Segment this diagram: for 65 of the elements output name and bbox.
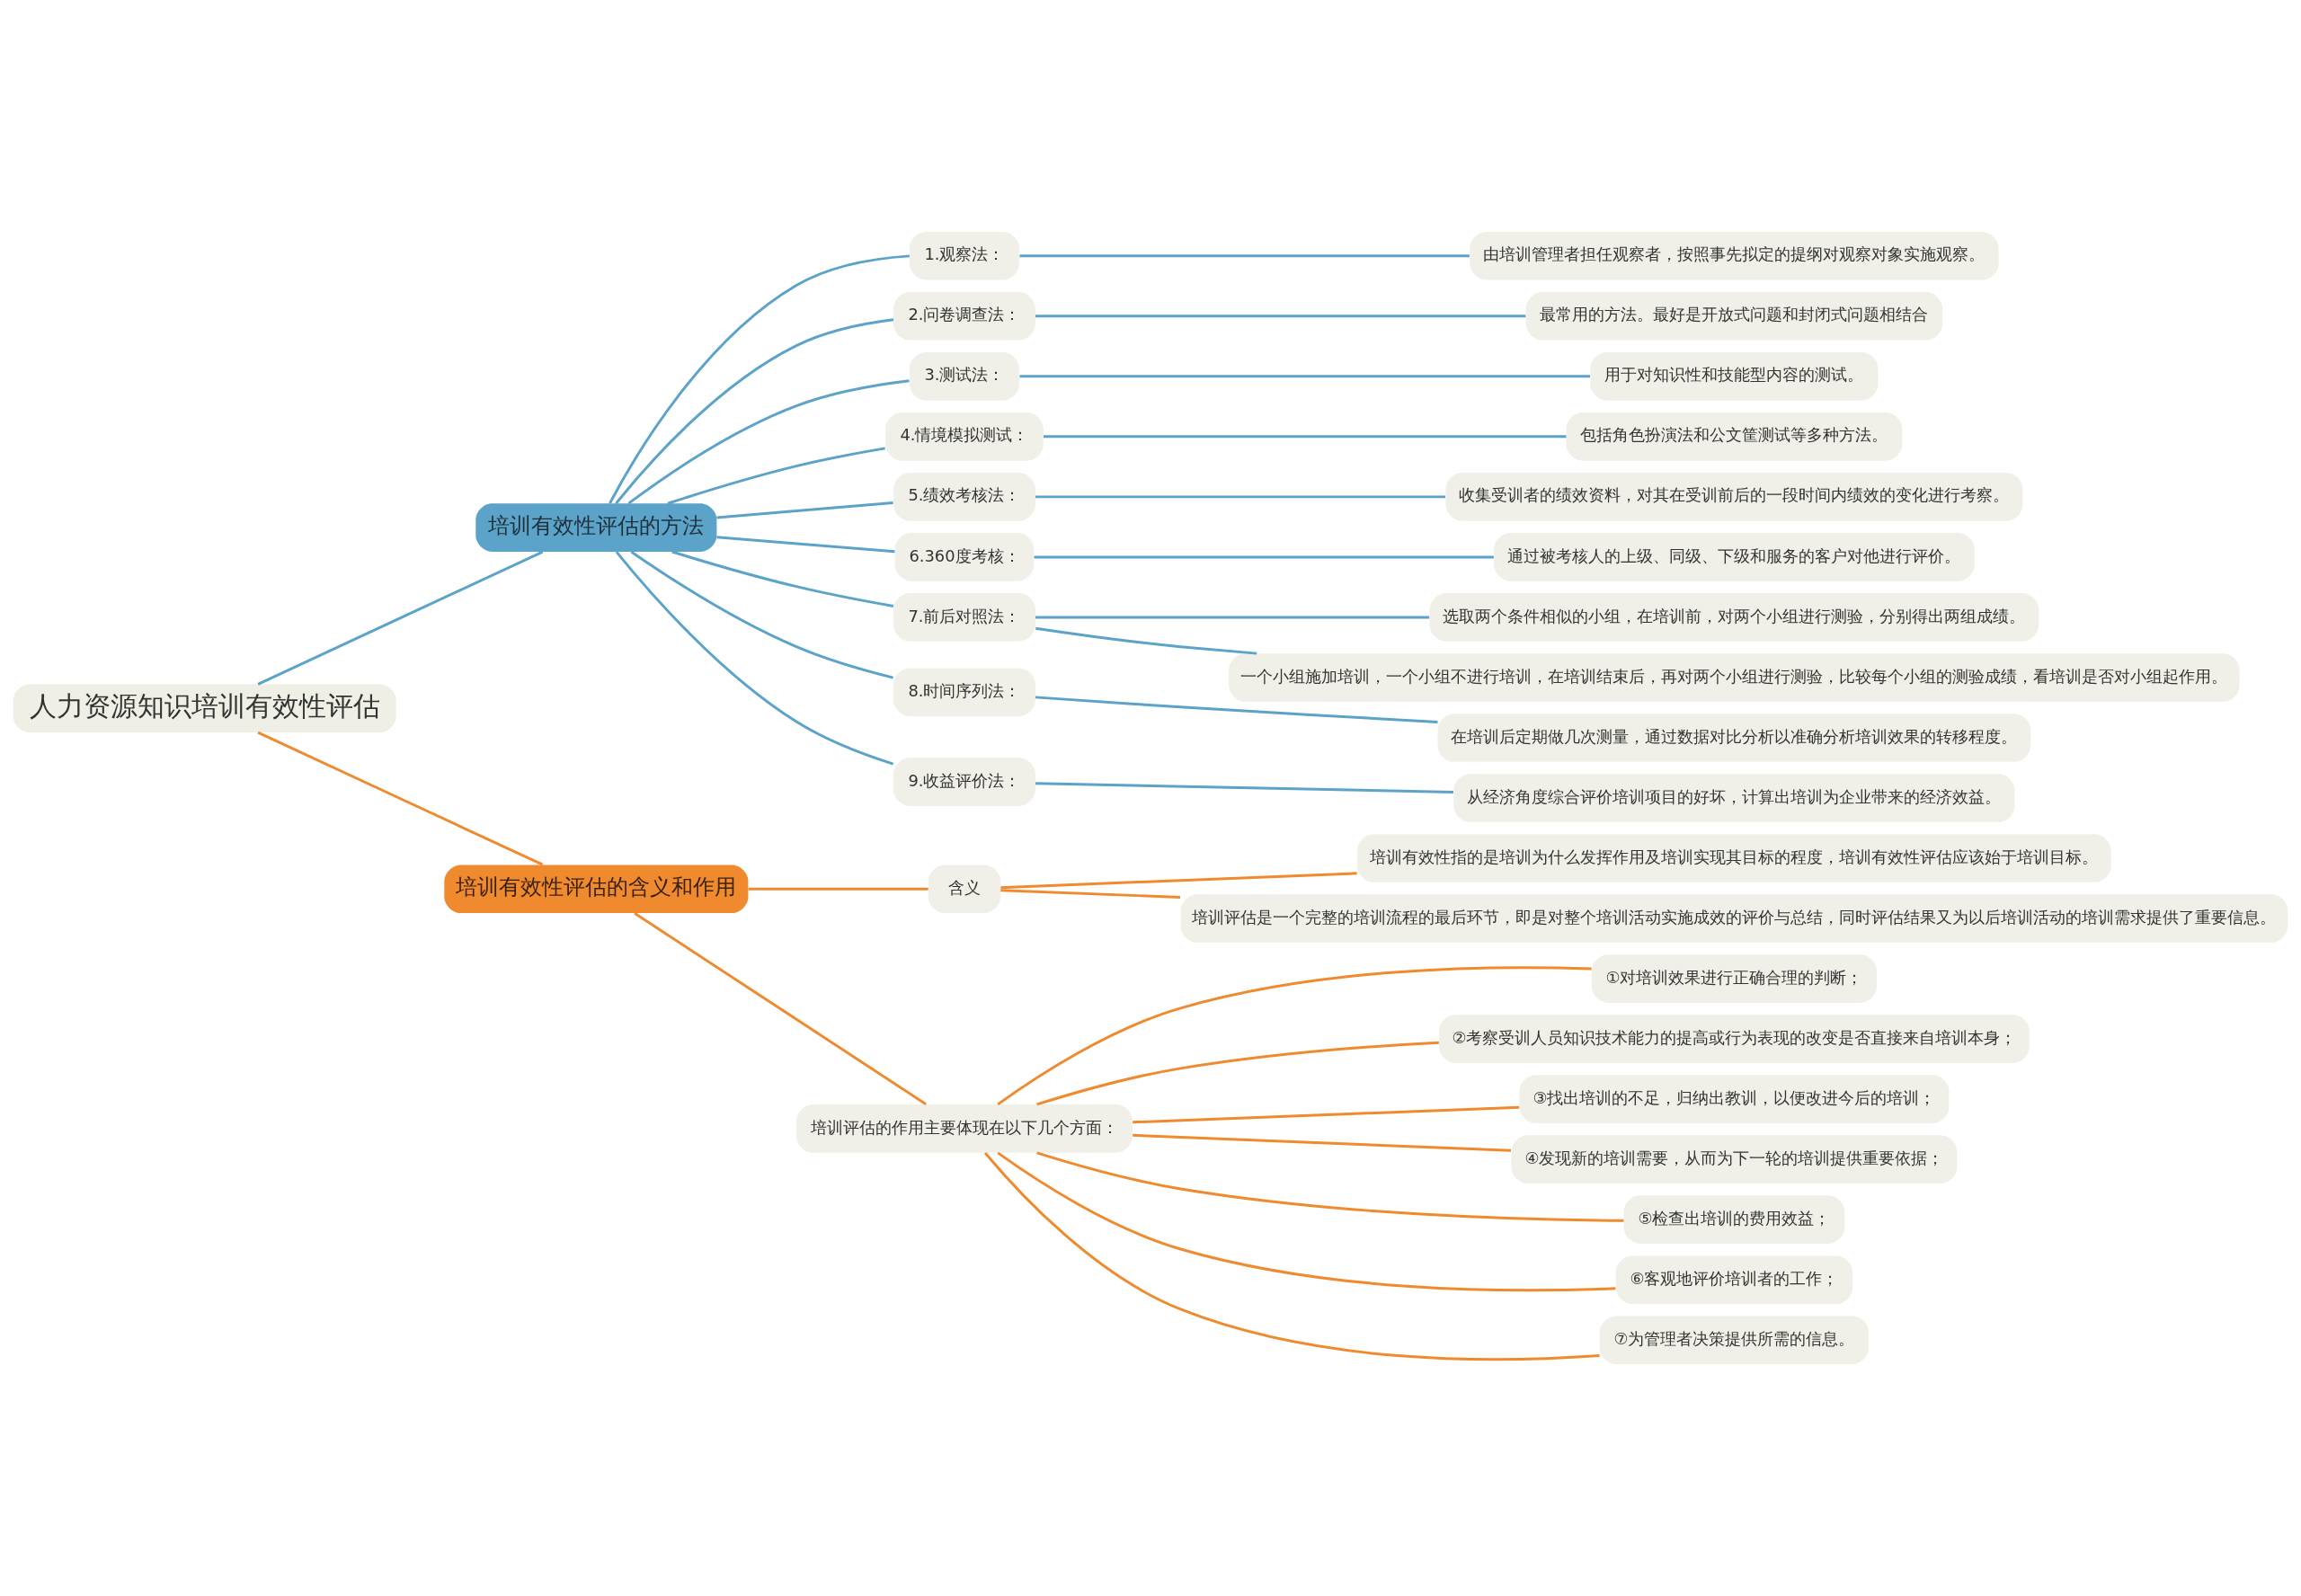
node-box: 最常用的方法。最好是开放式问题和封闭式问题相结合 <box>1525 292 1942 341</box>
connector <box>1036 1041 1439 1106</box>
node-box: ⑤检查出培训的费用效益； <box>1623 1195 1845 1244</box>
node-box: 1.观察法： <box>909 231 1020 280</box>
node-box: 3.测试法： <box>909 352 1020 401</box>
node-box: 5.绩效考核法： <box>893 473 1035 521</box>
connector <box>609 254 910 504</box>
node-box: 2.问卷调查法： <box>893 292 1035 341</box>
connector <box>1133 1133 1512 1152</box>
connector <box>1035 495 1446 499</box>
node-box: 4.情境模拟测试： <box>885 412 1044 461</box>
connector <box>1035 782 1453 794</box>
node-box: 通过被考核人的上级、同级、下级和服务的客户对他进行评价。 <box>1494 533 1975 581</box>
node-box: 选取两个条件相似的小组，在培训前，对两个小组进行测验，分别得出两组成绩。 <box>1429 593 2039 642</box>
node-box: 人力资源知识培训有效性评估 <box>13 684 396 732</box>
connector <box>257 731 544 866</box>
node-box: 培训有效性评估的方法 <box>475 503 717 552</box>
connector <box>1044 435 1567 439</box>
connector <box>667 447 885 505</box>
node-box: 含义 <box>928 864 1001 914</box>
connector <box>615 318 894 505</box>
node-box: 培训评估是一个完整的培训流程的最后环节，即是对整个培训活动实施成效的评价与总结，同时评估结果又为以后培训活动的培训需求提供了重要信息。 <box>1180 894 2288 943</box>
connector <box>1036 1151 1624 1222</box>
connector <box>1133 1105 1520 1124</box>
node-box: 从经济角度综合评价培训项目的好坏，计算出培训为企业带来的经济效益。 <box>1453 774 2015 822</box>
connector <box>716 501 893 519</box>
connector <box>1019 254 1470 258</box>
connector <box>257 550 544 686</box>
node-box: ④发现新的培训需要，从而为下一轮的培训提供重要依据； <box>1511 1135 1958 1184</box>
connector <box>997 966 1592 1106</box>
node-box: 收集受训者的绩效资料，对其在受训前后的一段时间内绩效的变化进行考察。 <box>1445 473 2023 521</box>
node-box: 包括角色扮演法和公文筐测试等多种方法。 <box>1566 412 1903 461</box>
node-box: 培训有效性评估的含义和作用 <box>444 864 749 914</box>
node-box: 培训评估的作用主要体现在以下几个方面： <box>796 1104 1133 1153</box>
connector <box>748 887 928 891</box>
connector <box>1035 696 1438 723</box>
node-box: 9.收益评价法： <box>893 758 1035 806</box>
node-box: ⑥客观地评价培训者的工作； <box>1615 1255 1853 1304</box>
node-box: ①对培训效果进行正确合理的判断； <box>1591 954 1878 1003</box>
connector <box>716 536 895 554</box>
connector <box>997 1151 1616 1292</box>
connector <box>1034 555 1494 559</box>
node-box: 由培训管理者担任观察者，按照事先拟定的提纲对观察对象实施观察。 <box>1470 231 1999 280</box>
connector <box>634 912 927 1106</box>
node-box: 在培训后定期做几次测量，通过数据对比分析以准确分析培训效果的转移程度。 <box>1437 714 2031 762</box>
node-box: 6.360度考核： <box>894 533 1035 581</box>
connector <box>1035 626 1257 655</box>
node-box: 一个小组施加培训，一个小组不进行培训，在培训结束后，再对两个小组进行测验，比较每个小组的测验成绩，看培训是否对小组起作用。 <box>1229 653 2240 702</box>
connector <box>1035 315 1526 318</box>
node-box: ③找出培训的不足，归纳出教训，以便改进今后的培训； <box>1519 1075 1950 1123</box>
connector <box>1000 889 1181 899</box>
connector <box>1019 375 1590 378</box>
node-box: 用于对知识性和技能型内容的测试。 <box>1590 352 1879 401</box>
node-box: ⑦为管理者决策提供所需的信息。 <box>1599 1316 1870 1365</box>
node-box: 7.前后对照法： <box>893 593 1035 642</box>
connector <box>1035 616 1430 619</box>
connector <box>671 550 894 607</box>
connector <box>630 550 893 679</box>
connector <box>615 551 894 766</box>
connector <box>627 379 910 505</box>
node-box: 培训有效性指的是培训为什么发挥作用及培训实现其目标的程度，培训有效性评估应该始于培训目标。 <box>1357 834 2111 882</box>
connector <box>983 1152 1600 1361</box>
connector <box>1000 872 1357 890</box>
node-box: ②考察受训人员知识技术能力的提高或行为表现的改变是否直接来自培训本身； <box>1439 1015 2030 1063</box>
node-box: 8.时间序列法： <box>893 668 1035 717</box>
